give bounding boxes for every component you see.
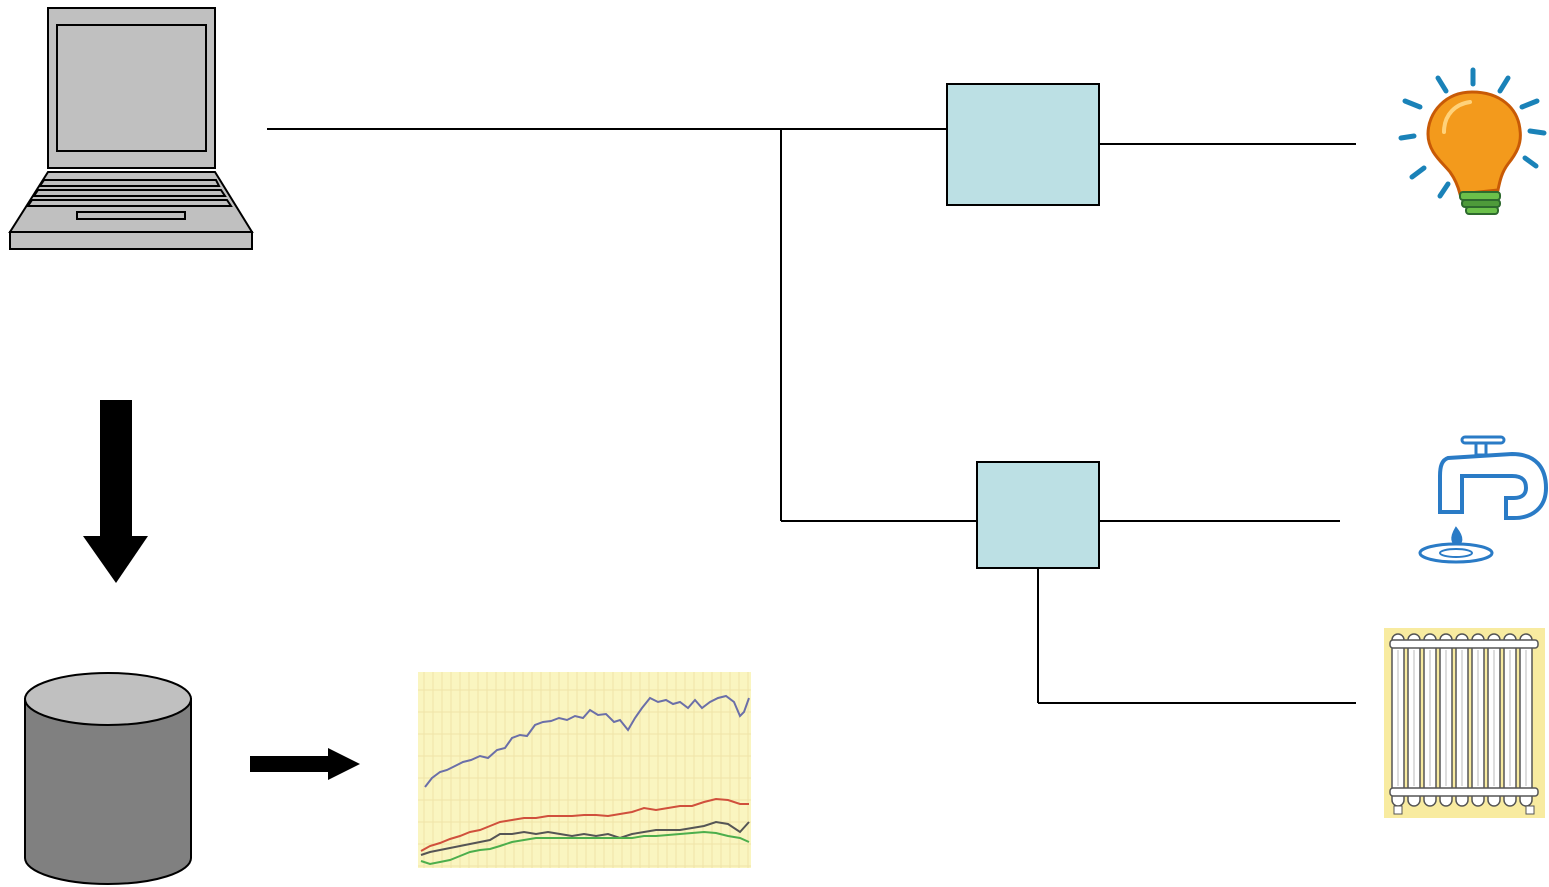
tap-ripple-inner [1439, 548, 1473, 558]
laptop-base [9, 231, 253, 250]
chart-series-green [420, 830, 750, 866]
trend-chart-thumbnail[interactable] [418, 672, 751, 868]
database-icon[interactable] [24, 672, 192, 885]
radiator-fins [1391, 633, 1535, 815]
tap-drop [1451, 526, 1463, 546]
laptop-key-row [26, 199, 233, 207]
tap-stem [1474, 441, 1488, 457]
controller-box-2[interactable] [976, 461, 1100, 569]
radiator-bottom-pipe [1389, 787, 1539, 797]
lightbulb-highlight [1442, 100, 1472, 134]
right-arrow-icon [250, 748, 360, 780]
lightbulb-glass [1426, 90, 1522, 196]
water-tap-icon[interactable] [1418, 435, 1549, 564]
laptop-screen [56, 24, 207, 152]
radiator-top-pipe [1389, 639, 1539, 649]
down-arrow-icon [83, 400, 148, 583]
radiator-foot [1393, 805, 1403, 815]
controller-box-1[interactable] [946, 83, 1100, 206]
radiator-icon[interactable] [1384, 628, 1545, 818]
laptop-touchpad [76, 211, 186, 220]
radiator-foot [1525, 805, 1535, 815]
lightbulb-icon[interactable] [1398, 67, 1547, 215]
lightbulb-rays [1398, 67, 1547, 199]
laptop-key-row [32, 189, 227, 197]
laptop-key-row [38, 179, 221, 187]
database-top [24, 672, 192, 726]
connection-lines [267, 128, 1356, 704]
chart-background [418, 672, 751, 868]
chart-series-dark [420, 820, 750, 856]
laptop-icon[interactable] [8, 7, 254, 250]
database-body [24, 698, 192, 885]
tap-body [1438, 451, 1549, 520]
lightbulb-base [1459, 191, 1501, 215]
tap-ripple [1418, 542, 1494, 564]
chart-series-red [420, 797, 749, 852]
chart-series-blue [424, 694, 750, 788]
